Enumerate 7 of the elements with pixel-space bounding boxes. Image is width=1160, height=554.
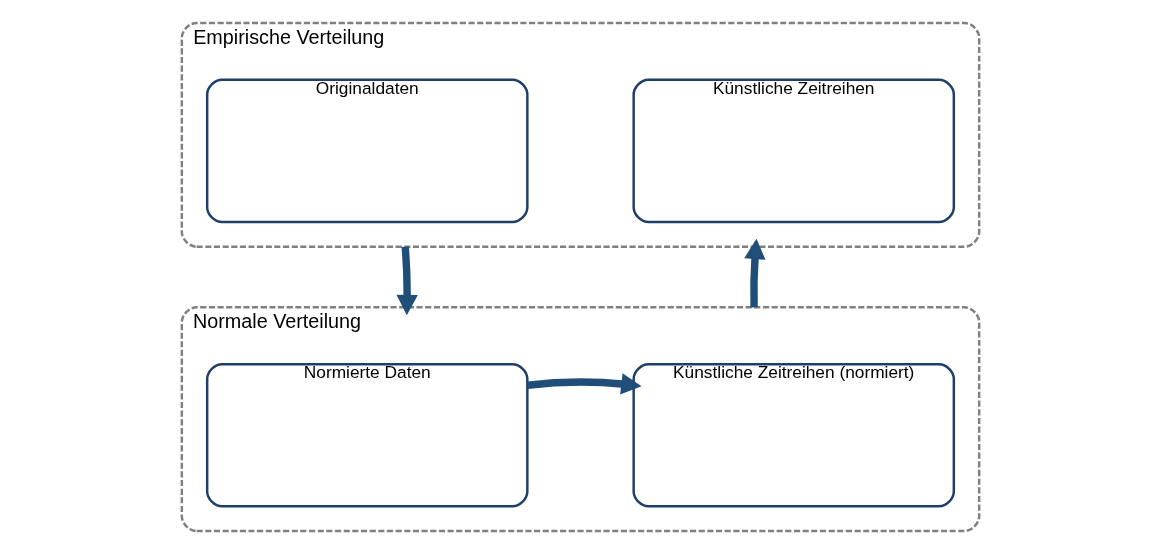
node-box: Originaldaten [205, 78, 529, 224]
arrow [743, 238, 766, 308]
arrow [395, 246, 418, 316]
node-box: Künstliche Zeitreihen (normiert) [631, 362, 955, 508]
arrow [526, 373, 642, 395]
node-box: Normierte Daten [205, 362, 529, 508]
node-box: Künstliche Zeitreihen [631, 78, 955, 224]
